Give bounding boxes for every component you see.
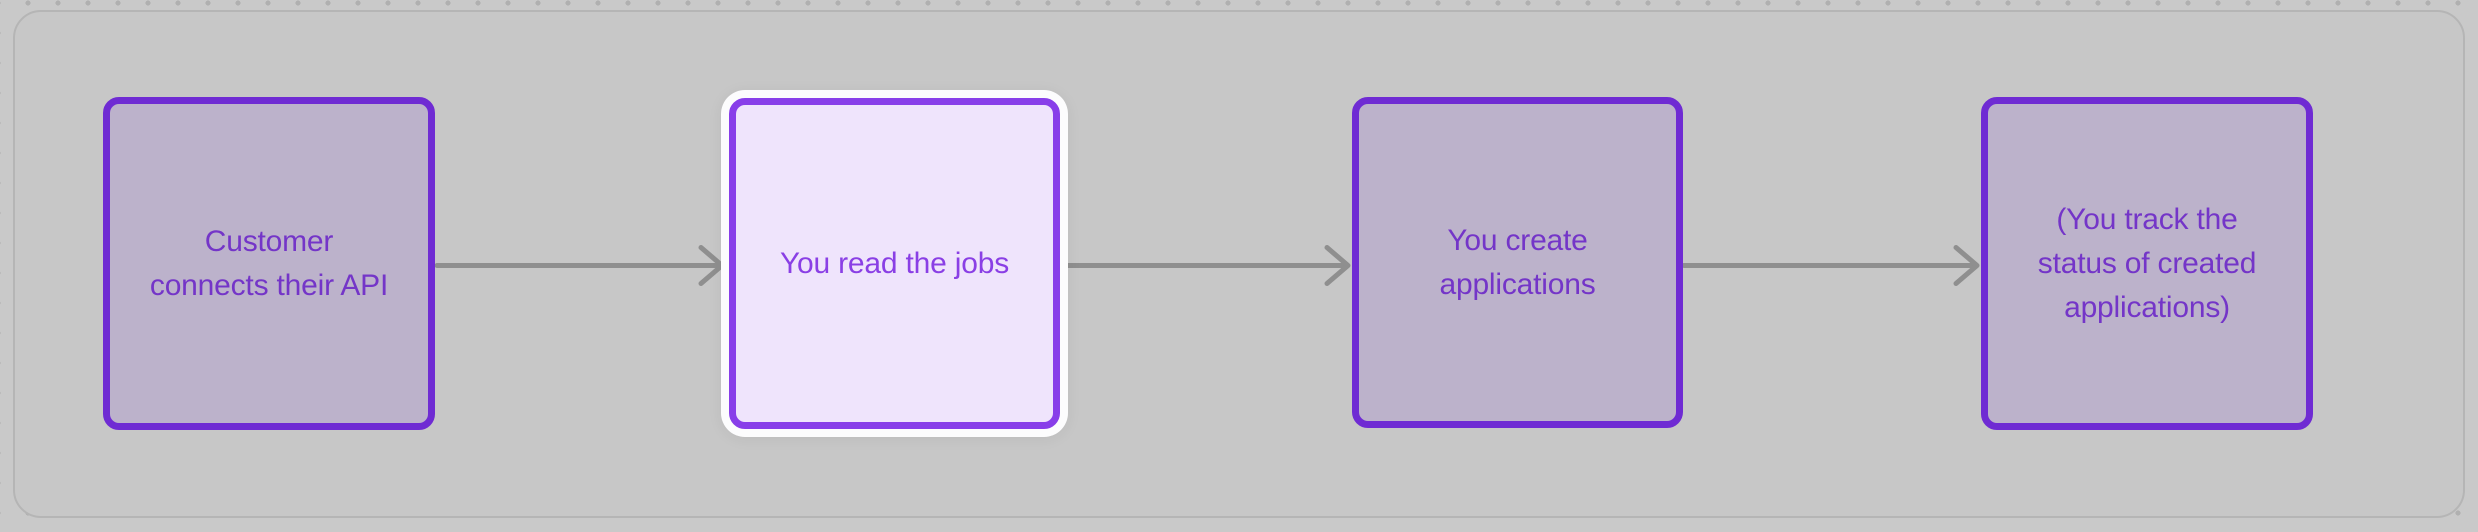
node-you-read-the-jobs-selected[interactable]: You read the jobs bbox=[729, 98, 1060, 429]
node-label: You create applications bbox=[1439, 223, 1596, 301]
flow-arrow-1[interactable] bbox=[434, 245, 725, 286]
node-customer-connects-api[interactable]: Customer connects their API bbox=[103, 97, 435, 430]
node-label: (You track the status of created applica… bbox=[2037, 202, 2257, 324]
node-label: You read the jobs bbox=[779, 246, 1009, 280]
node-label: Customer connects their API bbox=[149, 224, 389, 302]
node-you-track-status[interactable]: (You track the status of created applica… bbox=[1981, 97, 2313, 430]
flow-arrow-3[interactable] bbox=[1681, 245, 1980, 286]
flow-arrow-2[interactable] bbox=[1063, 245, 1351, 286]
node-you-create-applications[interactable]: You create applications bbox=[1352, 97, 1683, 428]
